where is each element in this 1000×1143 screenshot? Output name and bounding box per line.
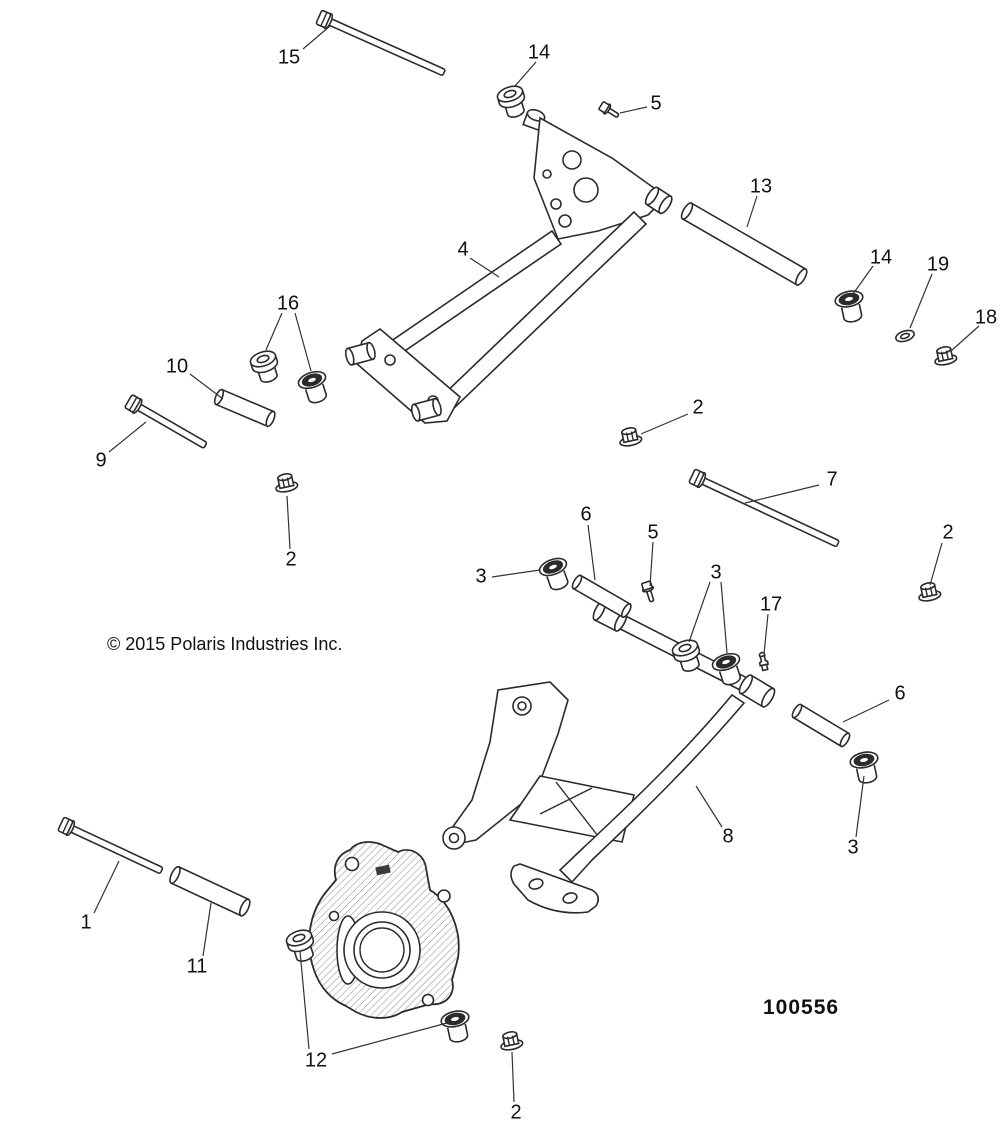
grease-fitting-17	[756, 651, 770, 672]
callout-2-c: 2	[942, 521, 953, 543]
bushing-12-b	[438, 1007, 475, 1046]
bolt-7	[688, 468, 840, 548]
figure-number: 100556	[763, 996, 839, 1019]
screw-5-mid	[639, 579, 659, 604]
nut-2-a	[616, 425, 644, 449]
bushing-3-a	[536, 554, 575, 595]
knuckle-carrier	[308, 841, 460, 1019]
callout-12: 12	[305, 1049, 327, 1071]
callout-19: 19	[927, 253, 949, 275]
callout-6-front: 6	[580, 503, 591, 525]
callout-18: 18	[975, 306, 997, 328]
callout-8: 8	[722, 825, 733, 847]
nut-2-c	[915, 580, 943, 604]
bushing-16-b	[295, 367, 334, 408]
callout-13: 13	[750, 175, 772, 197]
bushing-16-a	[247, 347, 284, 387]
callout-3-b: 3	[710, 561, 721, 583]
callout-14-top: 14	[528, 41, 550, 63]
callout-3-c: 3	[847, 836, 858, 858]
callout-11: 11	[187, 955, 208, 977]
callout-1: 1	[80, 911, 91, 933]
nut-2-b	[272, 471, 300, 495]
callout-3-a: 3	[475, 565, 486, 587]
callout-2-b: 2	[285, 548, 296, 570]
callout-2-a: 2	[692, 396, 703, 418]
callout-17: 17	[760, 593, 782, 615]
callout-labels: 15 14 5 13 14 19 18 4 16 10 9 2 2 7 6 5 …	[80, 41, 997, 1123]
lower-control-arm	[442, 600, 776, 914]
callout-14-right: 14	[870, 246, 892, 268]
callout-10: 10	[166, 355, 188, 377]
callout-7: 7	[826, 468, 837, 490]
upper-a-arm	[344, 108, 673, 424]
bushing-14-top	[494, 82, 531, 122]
bolt-15	[315, 9, 446, 76]
callout-5-mid: 5	[647, 521, 658, 543]
tube-6-rear	[791, 703, 851, 748]
callout-6-rear: 6	[894, 682, 905, 704]
tube-11	[169, 865, 251, 917]
bolt-1	[57, 816, 164, 874]
bolt-9	[124, 394, 208, 449]
bushing-3-d	[847, 748, 884, 787]
copyright-text: © 2015 Polaris Industries Inc.	[107, 634, 342, 654]
casting-mark	[375, 864, 391, 876]
bushing-14-right	[832, 287, 869, 326]
nut-2-d	[497, 1029, 525, 1053]
washer-19	[893, 327, 917, 345]
callout-2-d: 2	[510, 1101, 521, 1123]
callout-5-top: 5	[650, 92, 661, 114]
callout-4: 4	[457, 238, 468, 260]
tube-10	[213, 388, 276, 428]
callout-16: 16	[277, 292, 299, 314]
callout-9: 9	[95, 449, 106, 471]
screw-5-top	[597, 99, 622, 122]
callout-15: 15	[278, 46, 300, 68]
leader-lines	[93, 25, 980, 1103]
tube-13	[680, 202, 808, 286]
tube-6-front	[571, 574, 632, 619]
